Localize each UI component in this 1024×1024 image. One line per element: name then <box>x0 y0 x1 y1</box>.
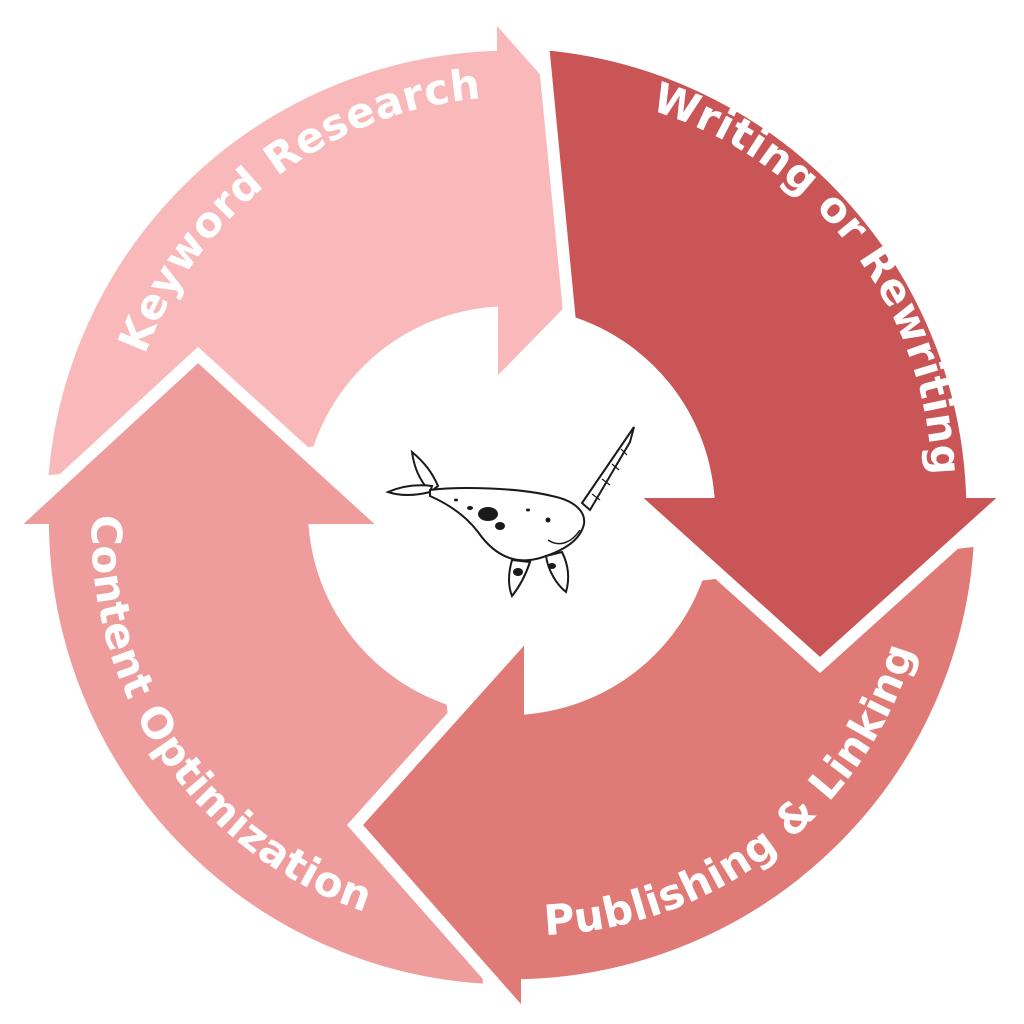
writing-rewriting-arrow <box>536 37 1024 674</box>
narwhal-icon <box>385 426 635 598</box>
